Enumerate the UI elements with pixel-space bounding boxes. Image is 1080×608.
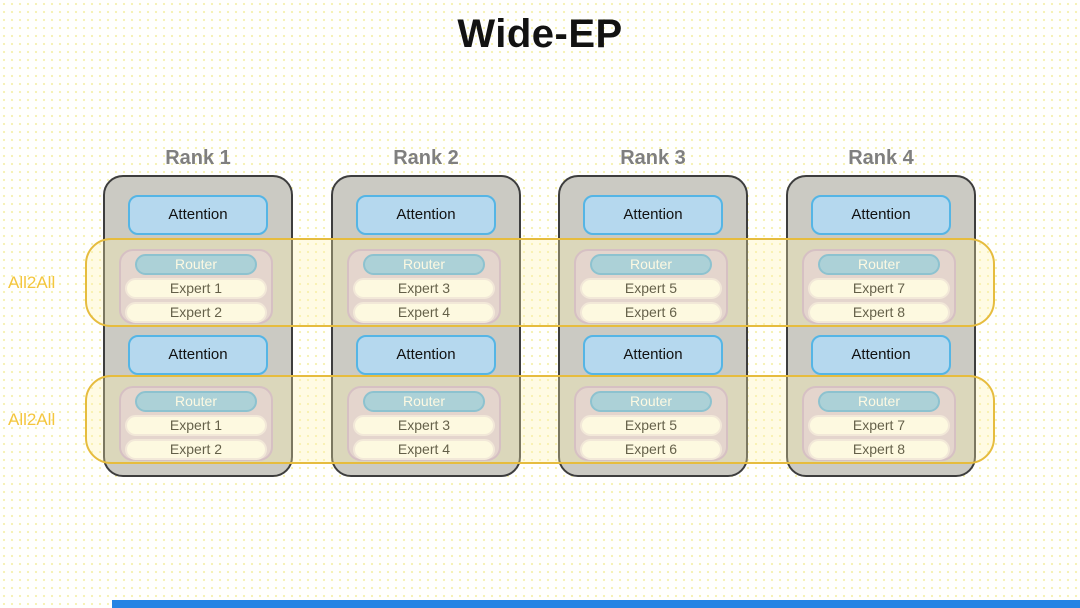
rank-3-box: Attention Router Expert 5 Expert 6 Atten… <box>558 175 748 477</box>
rank-1: Rank 1 Attention Router Expert 1 Expert … <box>103 146 293 477</box>
expert-group: Router Expert 1 Expert 2 <box>119 386 273 461</box>
expert-block: Expert 2 <box>125 302 267 323</box>
rank-2-box: Attention Router Expert 3 Expert 4 Atten… <box>331 175 521 477</box>
attention-block: Attention <box>356 335 496 375</box>
attention-block: Attention <box>128 195 268 235</box>
attention-block: Attention <box>128 335 268 375</box>
router-block: Router <box>363 254 485 275</box>
all2all-label-1: All2All <box>8 273 56 292</box>
expert-block: Expert 4 <box>353 439 495 460</box>
expert-group: Router Expert 7 Expert 8 <box>802 249 956 324</box>
attention-block: Attention <box>811 335 951 375</box>
rank-4: Rank 4 Attention Router Expert 7 Expert … <box>786 146 976 477</box>
expert-group: Router Expert 3 Expert 4 <box>347 249 501 324</box>
expert-group: Router Expert 7 Expert 8 <box>802 386 956 461</box>
router-block: Router <box>590 254 712 275</box>
expert-group: Router Expert 3 Expert 4 <box>347 386 501 461</box>
expert-block: Expert 1 <box>125 415 267 436</box>
router-block: Router <box>590 391 712 412</box>
expert-group: Router Expert 1 Expert 2 <box>119 249 273 324</box>
rank-2: Rank 2 Attention Router Expert 3 Expert … <box>331 146 521 477</box>
router-block: Router <box>363 391 485 412</box>
rank-3: Rank 3 Attention Router Expert 5 Expert … <box>558 146 748 477</box>
expert-group: Router Expert 5 Expert 6 <box>574 386 728 461</box>
expert-block: Expert 6 <box>580 302 722 323</box>
attention-block: Attention <box>811 195 951 235</box>
attention-block: Attention <box>356 195 496 235</box>
progress-bar[interactable] <box>112 600 1080 608</box>
diagram-title: Wide-EP <box>457 12 623 56</box>
expert-block: Expert 3 <box>353 278 495 299</box>
attention-block: Attention <box>583 195 723 235</box>
expert-block: Expert 5 <box>580 278 722 299</box>
rank-4-box: Attention Router Expert 7 Expert 8 Atten… <box>786 175 976 477</box>
expert-block: Expert 3 <box>353 415 495 436</box>
rank-3-label: Rank 3 <box>620 147 686 169</box>
rank-2-label: Rank 2 <box>393 147 459 169</box>
attention-block: Attention <box>583 335 723 375</box>
expert-block: Expert 1 <box>125 278 267 299</box>
rank-4-label: Rank 4 <box>848 147 914 169</box>
all2all-label-2: All2All <box>8 410 56 429</box>
router-block: Router <box>818 391 940 412</box>
expert-block: Expert 6 <box>580 439 722 460</box>
expert-block: Expert 4 <box>353 302 495 323</box>
router-block: Router <box>135 254 257 275</box>
expert-block: Expert 8 <box>808 302 950 323</box>
router-block: Router <box>818 254 940 275</box>
expert-block: Expert 2 <box>125 439 267 460</box>
expert-block: Expert 8 <box>808 439 950 460</box>
router-block: Router <box>135 391 257 412</box>
expert-block: Expert 5 <box>580 415 722 436</box>
expert-group: Router Expert 5 Expert 6 <box>574 249 728 324</box>
rank-1-box: Attention Router Expert 1 Expert 2 Atten… <box>103 175 293 477</box>
expert-block: Expert 7 <box>808 415 950 436</box>
rank-1-label: Rank 1 <box>165 147 231 169</box>
expert-block: Expert 7 <box>808 278 950 299</box>
